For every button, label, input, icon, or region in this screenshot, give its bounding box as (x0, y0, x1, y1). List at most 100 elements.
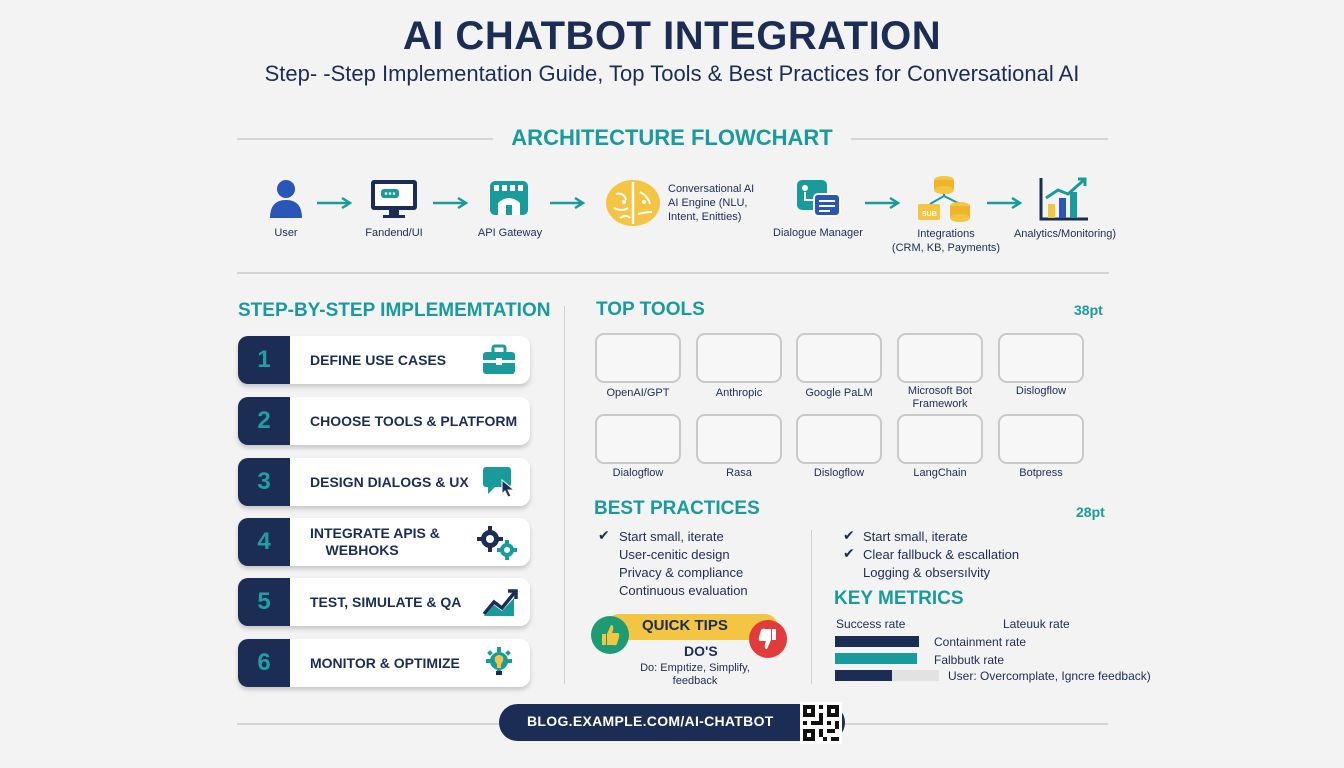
tool-card[interactable] (897, 414, 983, 464)
arch-node-label: Analytics/Monitoring) (1013, 228, 1117, 240)
step-number: 3 (238, 458, 290, 506)
metric-label: Containment rate (934, 635, 1027, 649)
metric-label: Success rate (836, 617, 906, 631)
lightbulb-gear-icon (482, 647, 516, 679)
footer-divider (845, 723, 1108, 725)
step-label: TEST, SIMULATE & QA (310, 593, 462, 610)
divider-right (851, 138, 1108, 140)
check-icon: ✔ (843, 545, 855, 561)
step-label: MONITOR & OPTIMIZE (310, 654, 460, 671)
briefcase-icon (482, 344, 516, 376)
tool-card[interactable] (595, 414, 681, 464)
arch-node-label: API Gateway (477, 227, 543, 239)
metric-bar (835, 670, 893, 681)
page-title: AI CHATBOT INTEGRATION (402, 14, 942, 58)
database-icon: SUB (916, 174, 974, 224)
dialogue-icon (796, 178, 842, 220)
tool-card[interactable] (796, 414, 882, 464)
metric-bar-track (835, 670, 939, 681)
tool-card[interactable] (696, 333, 782, 383)
tool-label: Dislogflow (813, 467, 865, 479)
best-practice-item: Continuous evaluation (619, 583, 748, 598)
tool-label: Botpress (1019, 467, 1063, 479)
step-number: 5 (238, 578, 290, 626)
architecture-title: ARCHITECTURE FLOWCHART (511, 125, 833, 150)
chart-icon (1038, 176, 1090, 222)
best-practice-item: User-cenitic design (619, 547, 730, 562)
tool-label: Google PaLM (805, 387, 873, 399)
vertical-divider (811, 530, 812, 684)
tools-size-note: 38pt (1074, 302, 1103, 318)
gateway-icon (488, 177, 530, 219)
arch-node-label: Integrations (CRM, KB, Payments) (891, 228, 1001, 254)
step-3[interactable]: 3 DESIGN DIALOGS & UX (238, 458, 530, 506)
tool-label: LangChain (913, 467, 967, 479)
thumbs-up-icon (591, 616, 629, 654)
arrow-right-icon (550, 196, 586, 210)
dos-text: Do: Empıtize, Simplify, feedback (640, 662, 750, 687)
tool-card[interactable] (897, 333, 983, 383)
step-5[interactable]: 5 TEST, SIMULATE & QA (238, 578, 530, 626)
metrics-title: KEY METRICS (834, 588, 964, 609)
step-label: CHOOSE TOOLS & PLATFORM (310, 412, 518, 429)
metric-label: User: Overcomplate, Igncre feedback) (948, 669, 1151, 683)
steps-title: STEP-BY-STEP IMPLEMEMTATION (238, 300, 551, 321)
tool-card[interactable] (998, 333, 1084, 383)
tool-label: Anthropic (715, 387, 763, 399)
tools-title: TOP TOOLS (596, 299, 705, 320)
tool-card[interactable] (696, 414, 782, 464)
arrow-right-icon (865, 196, 901, 210)
best-practice-item: Clear fallbuck & escallation (863, 547, 1020, 562)
url-text[interactable]: BLOG.EXAMPLE.COM/AI-CHATBOT (527, 713, 774, 729)
vertical-divider (564, 306, 565, 684)
step-1[interactable]: 1 DEFINE USE CASES (238, 336, 530, 384)
svg-text:SUB: SUB (922, 211, 937, 218)
arch-node-label: Conversational AI AI Engine (NLU, Intent… (668, 183, 755, 223)
metric-label: Lateuuk rate (1003, 617, 1070, 631)
step-4[interactable]: 4 INTEGRATE APIS & WEBHOKS (238, 518, 530, 566)
best-practice-item: Privacy & compliance (619, 565, 744, 580)
step-number: 6 (238, 639, 290, 687)
step-6[interactable]: 6 MONITOR & OPTIMIZE (238, 639, 530, 687)
check-icon: ✔ (598, 527, 610, 543)
metric-bar (835, 636, 919, 647)
arrow-right-icon (317, 196, 353, 210)
step-label: DESIGN DIALOGS & UX (310, 473, 469, 490)
dos-heading: DO'S (684, 643, 718, 659)
metric-label: Falbbutk rate (934, 653, 1005, 667)
monitor-icon (369, 178, 419, 220)
arrow-right-icon (433, 196, 469, 210)
step-number: 2 (238, 397, 290, 445)
step-number: 4 (238, 518, 290, 566)
best-practice-item: Logging & obsersılvity (863, 565, 991, 580)
step-number: 1 (238, 336, 290, 384)
check-icon: ✔ (843, 527, 855, 543)
tool-label: Microsoft Bot Framework (907, 385, 973, 410)
quick-tips-title: QUICK TIPS (642, 617, 728, 634)
arch-node-label: Fandend/UI (365, 227, 423, 239)
footer-divider (237, 723, 499, 725)
metric-bar-track (835, 636, 919, 647)
user-icon (266, 178, 306, 220)
tool-card[interactable] (796, 333, 882, 383)
gears-icon (476, 526, 518, 560)
best-practices-size-note: 28pt (1076, 504, 1105, 520)
divider-left (237, 138, 493, 140)
url-link[interactable] (499, 704, 845, 741)
qr-code-icon (800, 702, 842, 744)
step-label: INTEGRATE APIS & WEBHOKS (310, 525, 440, 558)
tool-card[interactable] (595, 333, 681, 383)
arch-node-label: Dialogue Manager (773, 227, 863, 239)
best-practice-item: Start small, iterate (863, 529, 968, 544)
tool-label: OpenAI/GPT (606, 387, 670, 399)
best-practices-title: BEST PRACTICES (594, 498, 760, 519)
step-label: DEFINE USE CASES (310, 351, 447, 368)
step-2[interactable]: 2 CHOOSE TOOLS & PLATFORM (238, 397, 530, 445)
arch-node-label: User (274, 227, 298, 239)
tool-card[interactable] (998, 414, 1084, 464)
page-subtitle: Step- -Step Implementation Guide, Top To… (264, 61, 1080, 86)
metric-bar (835, 653, 917, 664)
metric-bar-track (835, 653, 917, 664)
trend-chart-icon (482, 586, 518, 618)
tool-label: Dialogflow (612, 467, 664, 479)
